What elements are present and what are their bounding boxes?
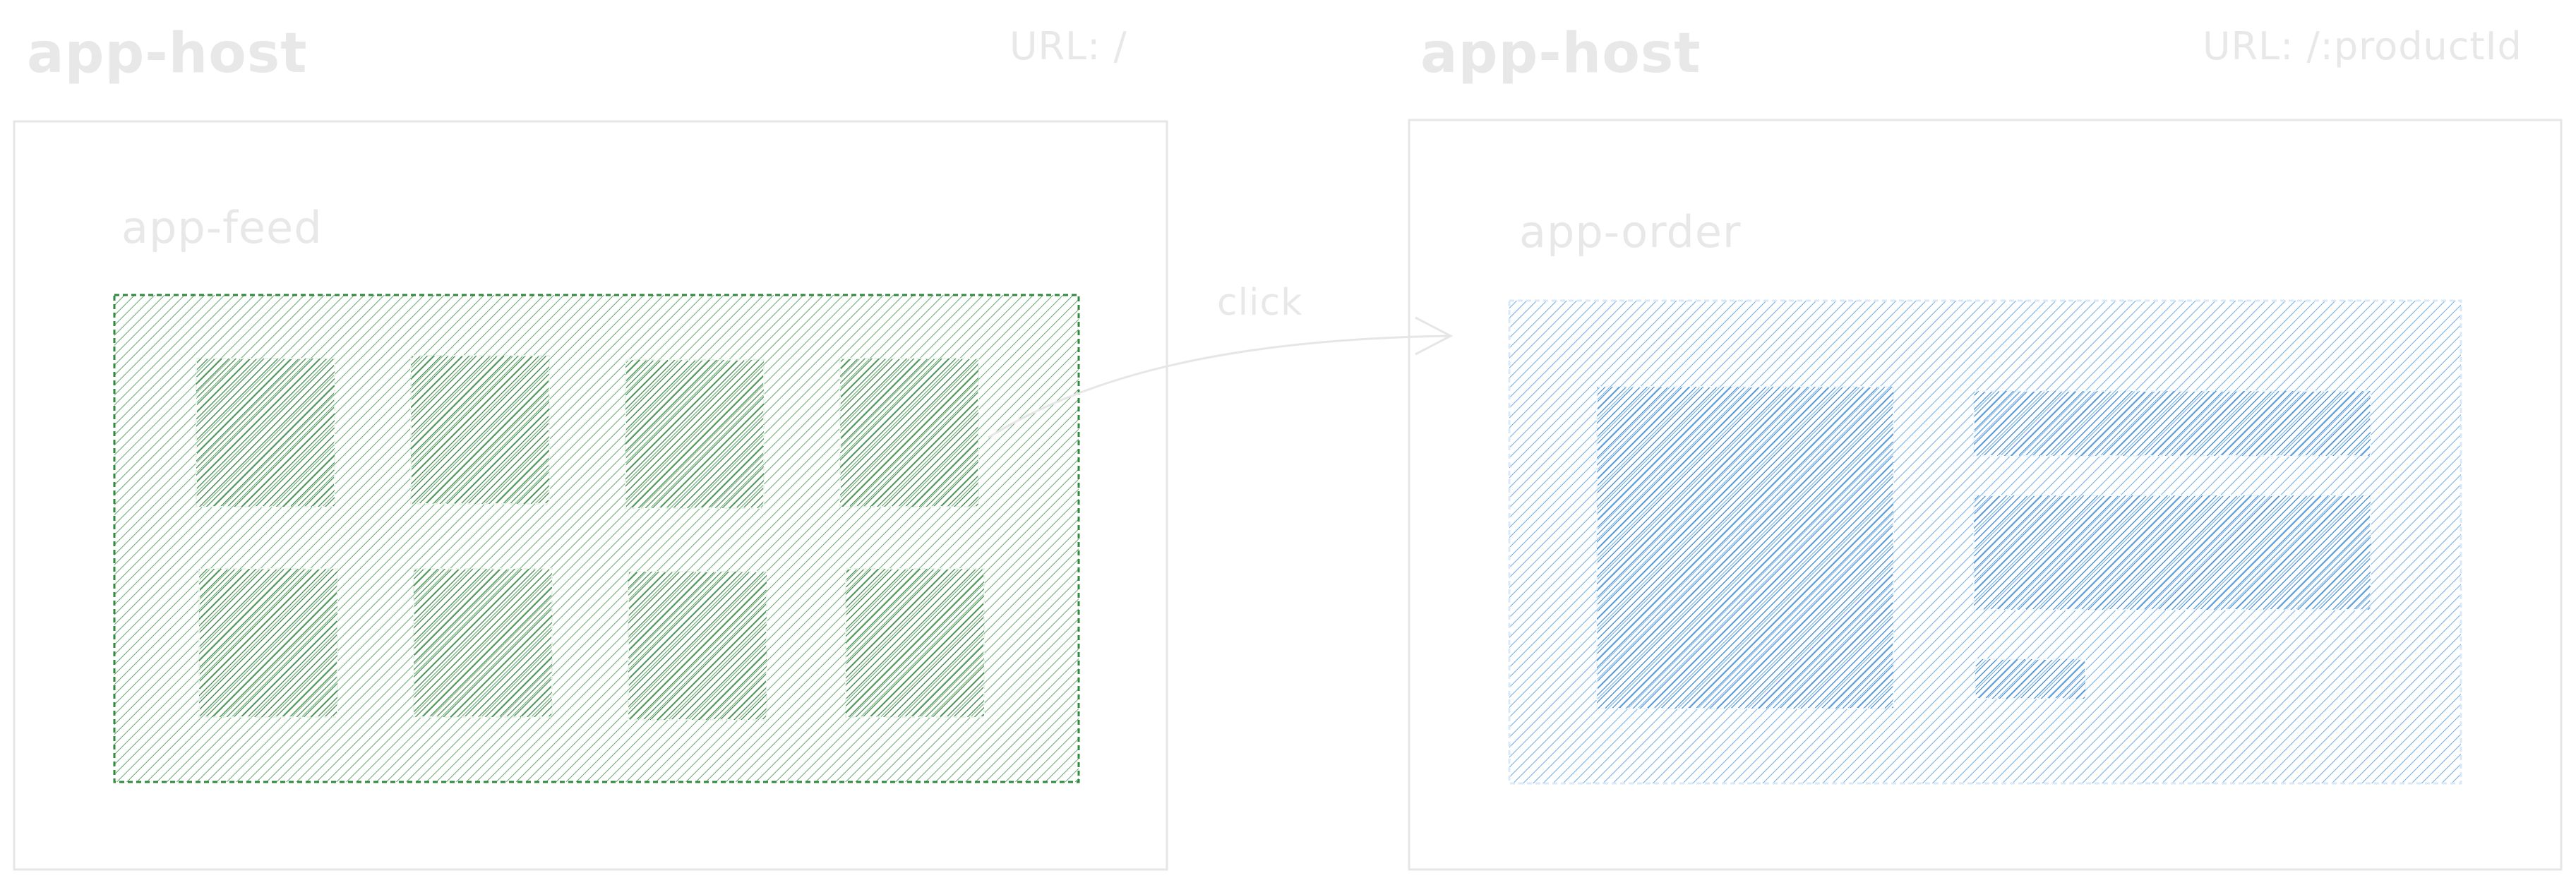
feed-tile	[410, 355, 550, 505]
feed-tile	[845, 568, 985, 718]
order-component	[1508, 299, 2462, 785]
right-host-label: app-host	[1420, 22, 1701, 85]
feed-tile	[198, 568, 338, 718]
product-title-block	[1973, 390, 2371, 457]
right-host-frame	[1408, 119, 2563, 871]
order-button-block	[1975, 658, 2086, 699]
feed-tile	[196, 358, 335, 507]
feed-component-label: app-feed	[121, 202, 323, 253]
left-url-label: URL: /	[1010, 24, 1127, 68]
feed-tile	[625, 359, 765, 509]
arrowhead-icon	[1415, 316, 1454, 356]
product-image-block	[1596, 386, 1894, 709]
left-host-frame	[13, 120, 1168, 871]
click-label: click	[1217, 282, 1302, 324]
feed-tile	[839, 358, 979, 507]
order-component-label: app-order	[1519, 206, 1742, 258]
left-host-label: app-host	[27, 22, 308, 85]
right-url-label: URL: /:productId	[2203, 24, 2522, 68]
feed-tile	[628, 571, 767, 721]
click-arrow-line	[988, 335, 1451, 439]
feed-component	[113, 294, 1080, 783]
feed-tile	[413, 568, 553, 718]
product-description-block	[1973, 495, 2371, 610]
